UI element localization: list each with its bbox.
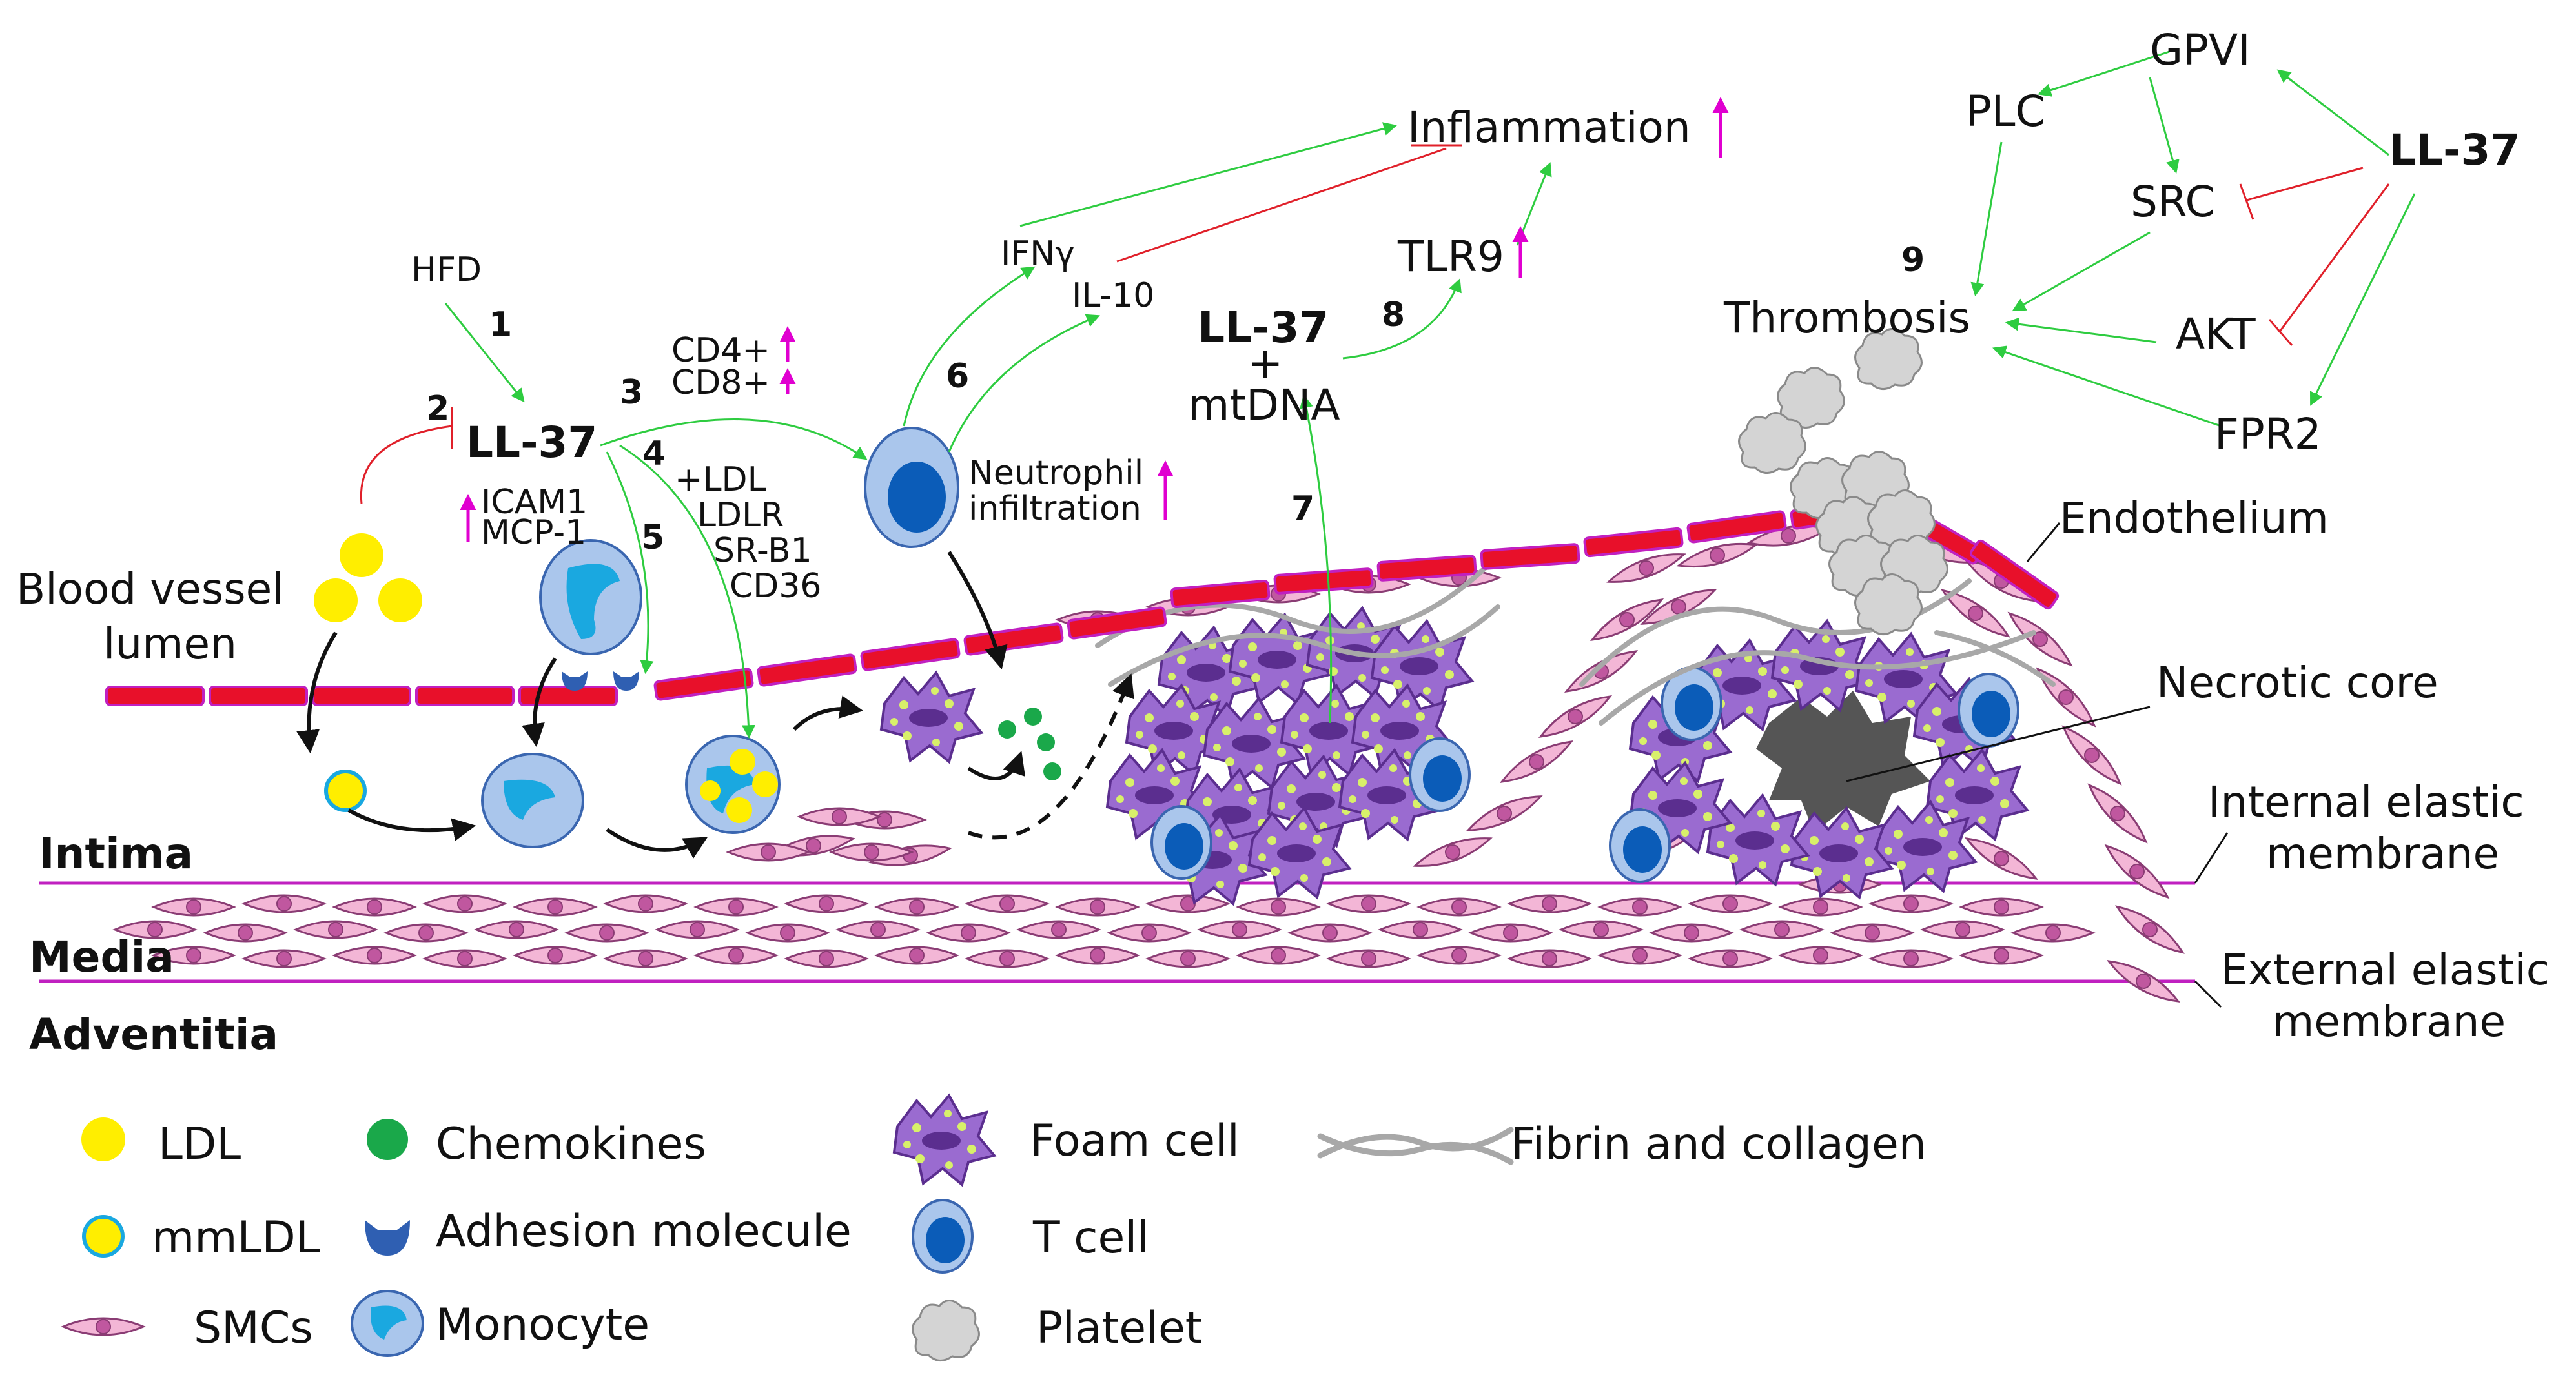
tlr9-label: TLR9 xyxy=(1397,232,1504,281)
srb1-label: SR-B1 xyxy=(713,531,812,570)
legend-tcell-swatch xyxy=(912,1199,974,1274)
step-number-3: 3 xyxy=(620,373,643,412)
step-number-1: 1 xyxy=(489,305,512,344)
legend-smcs-label: SMCs xyxy=(194,1303,313,1354)
adventitia-label: Adventitia xyxy=(29,1010,278,1059)
legend-foam-swatch xyxy=(893,1094,996,1186)
green-activation-arrows xyxy=(444,50,2416,739)
blood-vessel-label-1: Blood vessel xyxy=(16,564,284,614)
legend-platelet-label: Platelet xyxy=(1036,1303,1202,1354)
ll37-mtdna-label: LL-37 xyxy=(1198,303,1329,352)
neutrophil-label: Neutrophil xyxy=(968,454,1143,493)
ll37-right-label: LL-37 xyxy=(2389,125,2520,175)
mmldl-particle xyxy=(324,770,367,812)
lumen-ldl-cluster xyxy=(314,533,422,622)
plus-label: + xyxy=(1247,338,1283,388)
legend-mmldl-swatch xyxy=(82,1215,125,1258)
endothelium-label: Endothelium xyxy=(2060,493,2329,543)
legend-foam-label: Foam cell xyxy=(1030,1116,1240,1167)
external-elastic-label-2: membrane xyxy=(2273,997,2506,1046)
step-number-9: 9 xyxy=(1901,241,1925,280)
ldl-loaded-macrophage xyxy=(685,735,781,834)
step-number-7: 7 xyxy=(1291,489,1314,528)
icam1-label: ICAM1 xyxy=(481,483,588,522)
ll37-main-label: LL-37 xyxy=(466,418,597,467)
legend-adhesion-label: Adhesion molecule xyxy=(436,1206,852,1257)
step-number-4: 4 xyxy=(642,434,666,473)
step-number-2: 2 xyxy=(426,389,449,428)
legend-adhesion-swatch xyxy=(365,1220,410,1256)
mcp1-label: MCP-1 xyxy=(481,513,586,552)
legend-fibrin-label: Fibrin and collagen xyxy=(1511,1119,1927,1170)
secreted-chemokines xyxy=(998,708,1061,780)
step-number-6: 6 xyxy=(946,357,969,396)
label-leader-lines xyxy=(1846,522,2229,1008)
ifng-label: IFNγ xyxy=(1001,234,1075,273)
media-label: Media xyxy=(29,932,174,982)
lumen-monocyte xyxy=(539,539,642,655)
legend-monocyte-swatch xyxy=(351,1290,424,1357)
thrombosis-label: Thrombosis xyxy=(1723,293,1970,343)
legend-monocyte-label: Monocyte xyxy=(436,1300,649,1351)
ldlr-label: LDLR xyxy=(697,496,784,535)
inflammation-label: Inflammation xyxy=(1407,103,1691,152)
legend-chemokine-swatch xyxy=(367,1119,408,1160)
legend-smc-swatch xyxy=(62,1317,145,1336)
legend-fibrin-swatch xyxy=(1317,1127,1514,1165)
upregulation-arrows xyxy=(460,97,1729,542)
thrombus-platelets xyxy=(1738,327,1948,636)
external-elastic-label-1: External elastic xyxy=(2221,945,2550,995)
legend-mmldl-label: mmLDL xyxy=(152,1212,320,1263)
media-smc-layer xyxy=(114,894,2094,968)
mtdna-label: mtDNA xyxy=(1188,380,1340,430)
ldl-plus-label: +LDL xyxy=(675,460,766,499)
cd36-label: CD36 xyxy=(730,567,822,606)
blood-vessel-label-2: lumen xyxy=(103,619,237,669)
adhesion-molecules xyxy=(562,671,639,691)
neutrophil-cell xyxy=(864,427,959,548)
legend-chemokines-label: Chemokines xyxy=(436,1119,706,1170)
fpr2-label: FPR2 xyxy=(2214,409,2322,459)
gpvi-label: GPVI xyxy=(2150,25,2251,75)
il10-label: IL-10 xyxy=(1072,276,1154,315)
necrotic-core xyxy=(1756,691,1930,833)
intima-label: Intima xyxy=(39,829,193,879)
cd4-label: CD4+ xyxy=(671,331,770,370)
necrotic-core-label: Necrotic core xyxy=(2156,658,2438,708)
red-inhibition-lines xyxy=(360,144,2390,504)
step-number-8: 8 xyxy=(1382,296,1405,334)
hfd-label: HFD xyxy=(411,250,482,289)
plc-label: PLC xyxy=(1966,87,2045,136)
legend-tcell-label: T cell xyxy=(1032,1212,1149,1263)
infiltration-label: infiltration xyxy=(968,489,1141,528)
legend-platelet-swatch xyxy=(912,1299,980,1362)
step-number-5: 5 xyxy=(641,518,664,557)
internal-elastic-label-2: membrane xyxy=(2266,829,2499,879)
legend: LDL mmLDL SMCs Chemokines Adhesion molec… xyxy=(62,1094,1927,1362)
legend-ldl-label: LDL xyxy=(158,1119,241,1170)
akt-label: AKT xyxy=(2176,309,2256,359)
cd8-label: CD8+ xyxy=(671,363,770,402)
migration-arrows xyxy=(296,551,1134,859)
src-label: SRC xyxy=(2131,177,2215,227)
intima-monocyte xyxy=(481,753,584,848)
legend-ldl-swatch xyxy=(81,1117,125,1161)
internal-elastic-label-1: Internal elastic xyxy=(2208,777,2524,827)
